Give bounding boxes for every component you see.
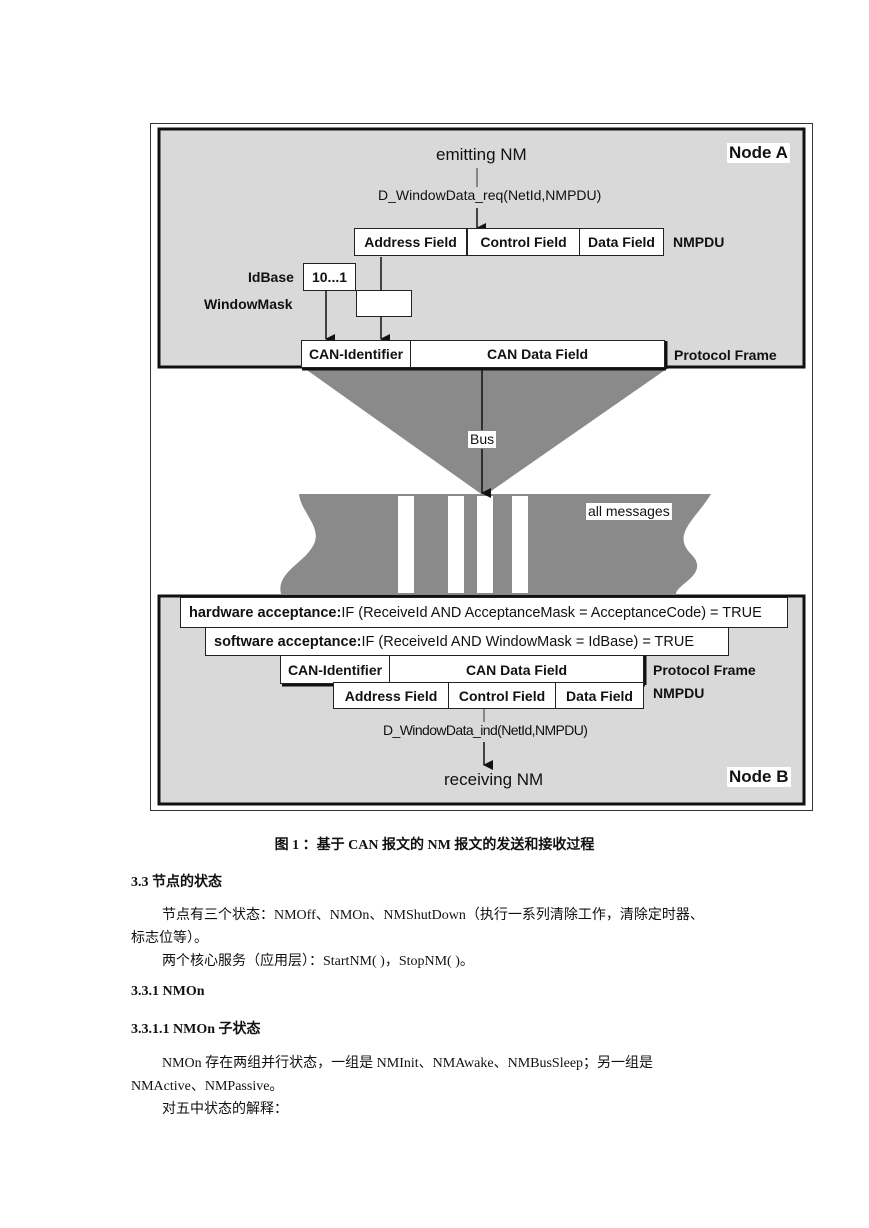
idbase-value-box: 10...1 xyxy=(303,263,356,291)
nmpdu-control-field: Control Field xyxy=(467,228,580,256)
nmpdu-address-field: Address Field xyxy=(354,228,467,256)
b-data-field: Data Field xyxy=(555,682,644,709)
paragraph-2: 两个核心服务（应用层）：StartNM( )，StopNM( )。 xyxy=(162,954,474,969)
hardware-acceptance-rule: IF (ReceiveId AND AcceptanceMask = Accep… xyxy=(341,604,762,621)
idbase-label: IdBase xyxy=(248,269,294,285)
b-address-field: Address Field xyxy=(333,682,449,709)
paragraph-1-line-2: 标志位等）。 xyxy=(131,931,208,946)
paragraph-3-line-1: NMOn 存在两组并行状态，一组是 NMInit、NMAwake、NMBusSl… xyxy=(162,1056,654,1071)
all-messages-label: all messages xyxy=(585,502,673,521)
paragraph-4: 对五中状态的解释： xyxy=(162,1102,288,1117)
windowmask-label: WindowMask xyxy=(204,296,293,312)
hardware-acceptance-box: hardware acceptance: IF (ReceiveId AND A… xyxy=(180,597,788,628)
section-3-3-1-1-heading: 3.3.1.1 NMOn 子状态 xyxy=(131,1022,261,1037)
message-stripe xyxy=(512,496,528,593)
b-can-data-field: CAN Data Field xyxy=(389,655,644,684)
software-acceptance-label: software acceptance: xyxy=(214,633,362,650)
b-control-field: Control Field xyxy=(448,682,556,709)
node-a-label: Node A xyxy=(727,143,790,163)
paragraph-3-line-2: NMActive、NMPassive。 xyxy=(131,1079,284,1094)
software-acceptance-box: software acceptance: IF (ReceiveId AND W… xyxy=(205,627,729,656)
emitting-nm-label: emitting NM xyxy=(436,145,527,164)
software-acceptance-rule: IF (ReceiveId AND WindowMask = IdBase) =… xyxy=(361,633,695,650)
message-stripe xyxy=(448,496,464,593)
protocol-frame-label-a: Protocol Frame xyxy=(674,347,777,363)
nmpdu-data-field: Data Field xyxy=(579,228,664,256)
hardware-acceptance-label: hardware acceptance: xyxy=(189,604,342,621)
windowmask-box xyxy=(356,290,412,317)
message-stripe xyxy=(398,496,414,593)
can-nm-figure: Node A emitting NM D_WindowData_req(NetI… xyxy=(150,123,813,811)
nmpdu-label-b: NMPDU xyxy=(653,685,705,701)
section-3-3-1-heading: 3.3.1 NMOn xyxy=(131,984,205,999)
protocol-frame-label-b: Protocol Frame xyxy=(653,662,756,678)
paragraph-1-line-1: 节点有三个状态：NMOff、NMOn、NMShutDown（执行一系列清除工作，… xyxy=(162,908,704,923)
section-3-3-heading: 3.3 节点的状态 xyxy=(131,875,222,890)
nmpdu-label-a: NMPDU xyxy=(673,234,725,250)
receiving-nm-label: receiving NM xyxy=(444,770,544,789)
a-can-data-field: CAN Data Field xyxy=(410,340,665,368)
bus-label: Bus xyxy=(467,430,498,449)
figure-caption: 图 1 ：基于 CAN 报文的 NM 报文的发送和接收过程 xyxy=(274,838,595,853)
req-primitive: D_WindowData_req(NetId,NMPDU) xyxy=(378,187,602,203)
node-b-label: Node B xyxy=(727,767,791,787)
ind-primitive: D_WindowData_ind(NetId,NMPDU) xyxy=(383,722,588,738)
a-can-identifier: CAN-Identifier xyxy=(301,340,411,368)
message-stripe xyxy=(477,496,493,593)
b-can-identifier: CAN-Identifier xyxy=(280,655,390,684)
